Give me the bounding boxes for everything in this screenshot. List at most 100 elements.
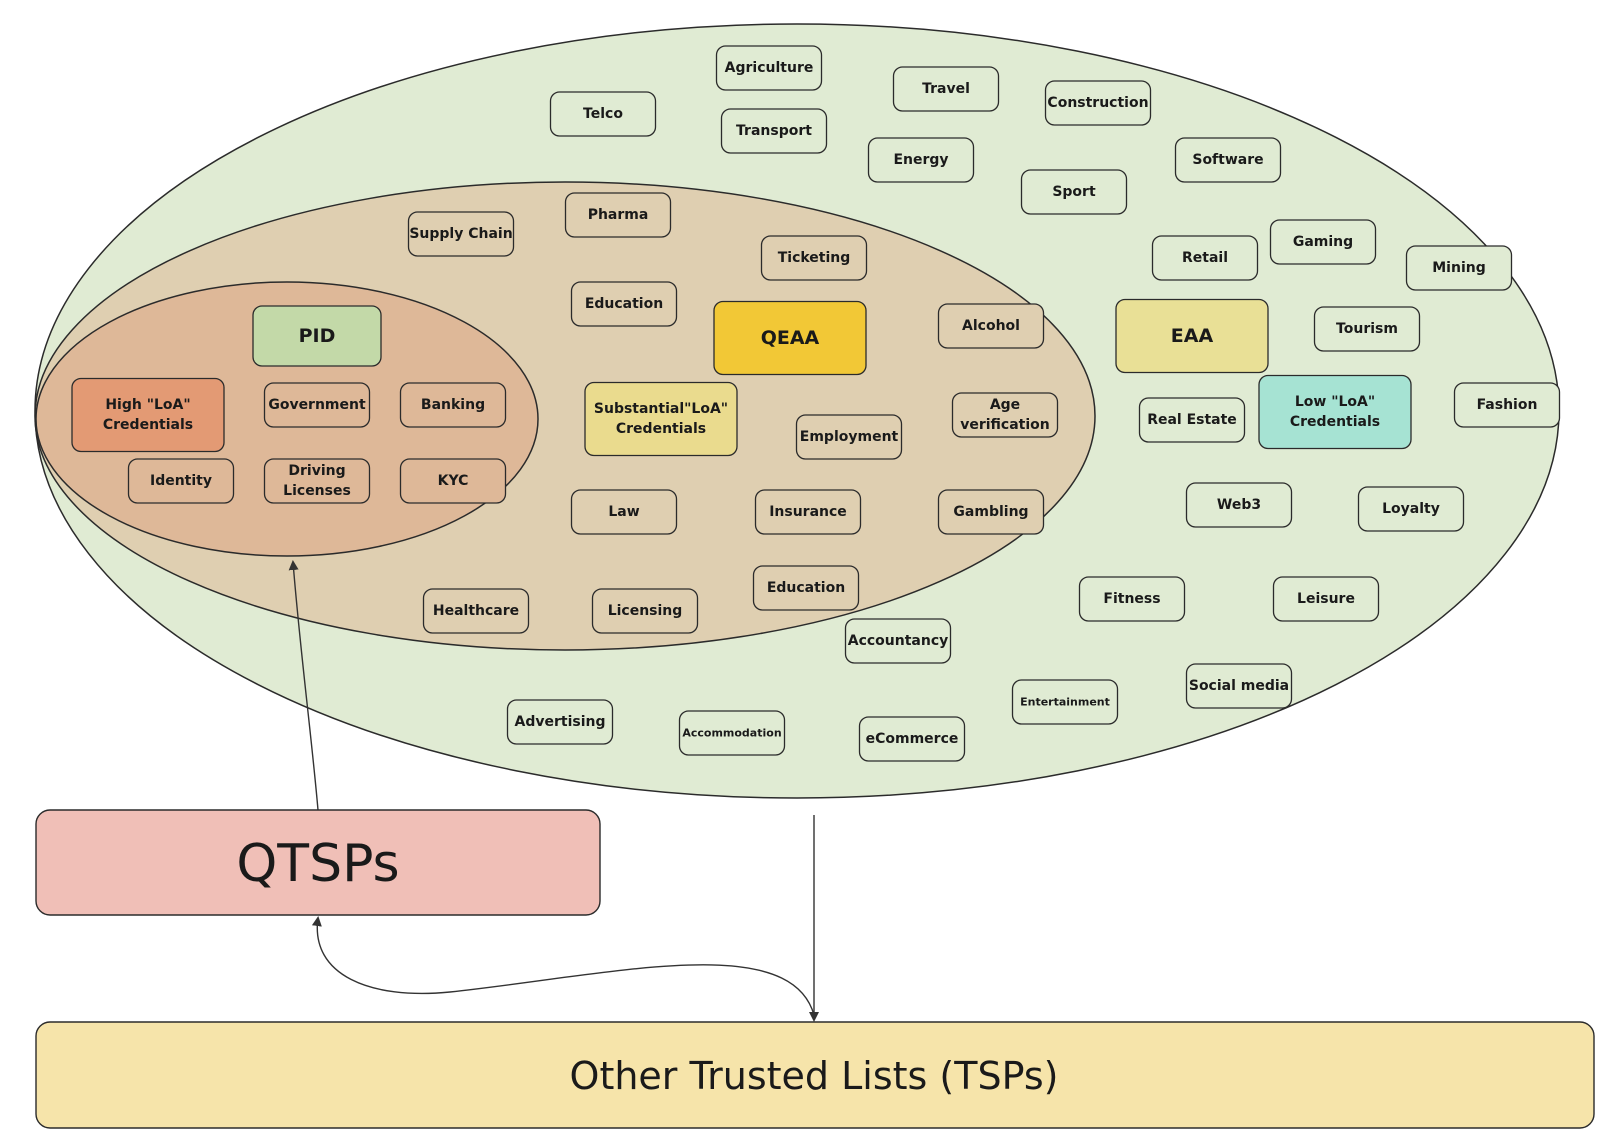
node-retail-box: [1151, 235, 1259, 281]
node-ecommerce: eCommerce: [858, 716, 966, 762]
node-fitness-box: [1078, 576, 1186, 622]
node-kyc-label: KYC: [438, 473, 469, 489]
node-education-1: Education: [570, 281, 678, 327]
node-substantial-loa-box: [584, 381, 738, 457]
node-healthcare-box: [422, 588, 530, 634]
node-telco-box: [549, 91, 657, 137]
node-supply-chain-box: [407, 211, 515, 257]
node-accountancy-box: [844, 618, 952, 664]
arrow-trusted-lists-to-qtsps: [311, 916, 815, 1016]
node-fitness-label: Fitness: [1103, 591, 1160, 607]
node-energy-label: Energy: [893, 152, 948, 168]
node-substantial-loa: Substantial"LoA"Credentials: [584, 381, 738, 457]
node-insurance-label: Insurance: [769, 504, 847, 520]
node-loyalty-label: Loyalty: [1382, 501, 1440, 517]
node-fitness: Fitness: [1078, 576, 1186, 622]
node-education-2-box: [752, 565, 860, 611]
node-government-box: [263, 382, 371, 428]
node-energy-box: [867, 137, 975, 183]
node-alcohol-box: [937, 303, 1045, 349]
node-real-estate-label: Real Estate: [1147, 412, 1237, 428]
node-low-loa-box: [1258, 374, 1412, 450]
node-employment-label: Employment: [800, 429, 899, 445]
node-low-loa-label: Low "LoA"Credentials: [1290, 394, 1380, 430]
node-licensing: Licensing: [591, 588, 699, 634]
node-leisure-box: [1272, 576, 1380, 622]
node-pharma-box: [564, 192, 672, 238]
node-tourism-box: [1313, 306, 1421, 352]
node-pharma: Pharma: [564, 192, 672, 238]
node-social-media-label: Social media: [1189, 678, 1289, 694]
node-real-estate: Real Estate: [1138, 397, 1246, 443]
node-licensing-label: Licensing: [608, 603, 683, 619]
node-pid-label: PID: [299, 325, 336, 347]
node-ticketing-box: [760, 235, 868, 281]
node-qeaa-box: [713, 300, 867, 376]
node-high-loa-box: [71, 377, 225, 453]
node-retail: Retail: [1151, 235, 1259, 281]
node-high-loa-label: High "LoA"Credentials: [103, 397, 193, 433]
node-kyc: KYC: [399, 458, 507, 504]
node-entertainment-box: [1011, 679, 1119, 725]
trusted-lists-box: Other Trusted Lists (TSPs): [35, 1021, 1595, 1129]
node-eaa-box: [1115, 298, 1269, 374]
node-identity-box: [127, 458, 235, 504]
node-qeaa-label: QEAA: [761, 327, 820, 349]
node-age-verification-box: [951, 392, 1059, 438]
node-ticketing: Ticketing: [760, 235, 868, 281]
node-construction: Construction: [1044, 80, 1152, 126]
node-telco: Telco: [549, 91, 657, 137]
node-fashion-box: [1453, 382, 1561, 428]
node-employment: Employment: [795, 414, 903, 460]
node-mining-label: Mining: [1432, 260, 1485, 276]
node-accommodation-box: [678, 710, 786, 756]
node-pid-box: [252, 305, 382, 367]
node-healthcare: Healthcare: [422, 588, 530, 634]
node-banking: Banking: [399, 382, 507, 428]
node-low-loa: Low "LoA"Credentials: [1258, 374, 1412, 450]
node-government-label: Government: [268, 397, 366, 413]
node-law-box: [570, 489, 678, 535]
node-alcohol: Alcohol: [937, 303, 1045, 349]
node-education-2: Education: [752, 565, 860, 611]
node-agriculture-label: Agriculture: [725, 60, 814, 76]
node-high-loa: High "LoA"Credentials: [71, 377, 225, 453]
node-accountancy-label: Accountancy: [848, 633, 949, 649]
node-qeaa: QEAA: [713, 300, 867, 376]
node-government: Government: [263, 382, 371, 428]
node-insurance: Insurance: [754, 489, 862, 535]
credential-sector-boxes: AgricultureTelcoTransportTravelConstruct…: [71, 45, 1561, 762]
node-agriculture: Agriculture: [715, 45, 823, 91]
node-education-1-label: Education: [585, 296, 663, 312]
node-accountancy: Accountancy: [844, 618, 952, 664]
node-sport-box: [1020, 169, 1128, 215]
node-telco-label: Telco: [583, 106, 623, 122]
node-fashion-label: Fashion: [1477, 397, 1538, 413]
node-ecommerce-box: [858, 716, 966, 762]
node-web3-box: [1185, 482, 1293, 528]
node-advertising-label: Advertising: [515, 714, 606, 730]
trusted-lists-label: Other Trusted Lists (TSPs): [570, 1054, 1059, 1098]
node-construction-label: Construction: [1047, 95, 1148, 111]
node-tourism-label: Tourism: [1336, 321, 1398, 337]
node-transport-label: Transport: [736, 123, 812, 139]
node-retail-label: Retail: [1182, 250, 1228, 266]
node-real-estate-box: [1138, 397, 1246, 443]
node-gambling: Gambling: [937, 489, 1045, 535]
node-gambling-box: [937, 489, 1045, 535]
node-mining: Mining: [1405, 245, 1513, 291]
node-software-label: Software: [1192, 152, 1263, 168]
node-kyc-box: [399, 458, 507, 504]
node-sport-label: Sport: [1052, 184, 1096, 200]
node-transport: Transport: [720, 108, 828, 154]
node-mining-box: [1405, 245, 1513, 291]
node-social-media-box: [1185, 663, 1293, 709]
node-supply-chain: Supply Chain: [407, 211, 515, 257]
node-gaming-label: Gaming: [1293, 234, 1353, 250]
node-law: Law: [570, 489, 678, 535]
node-travel-box: [892, 66, 1000, 112]
node-employment-box: [795, 414, 903, 460]
